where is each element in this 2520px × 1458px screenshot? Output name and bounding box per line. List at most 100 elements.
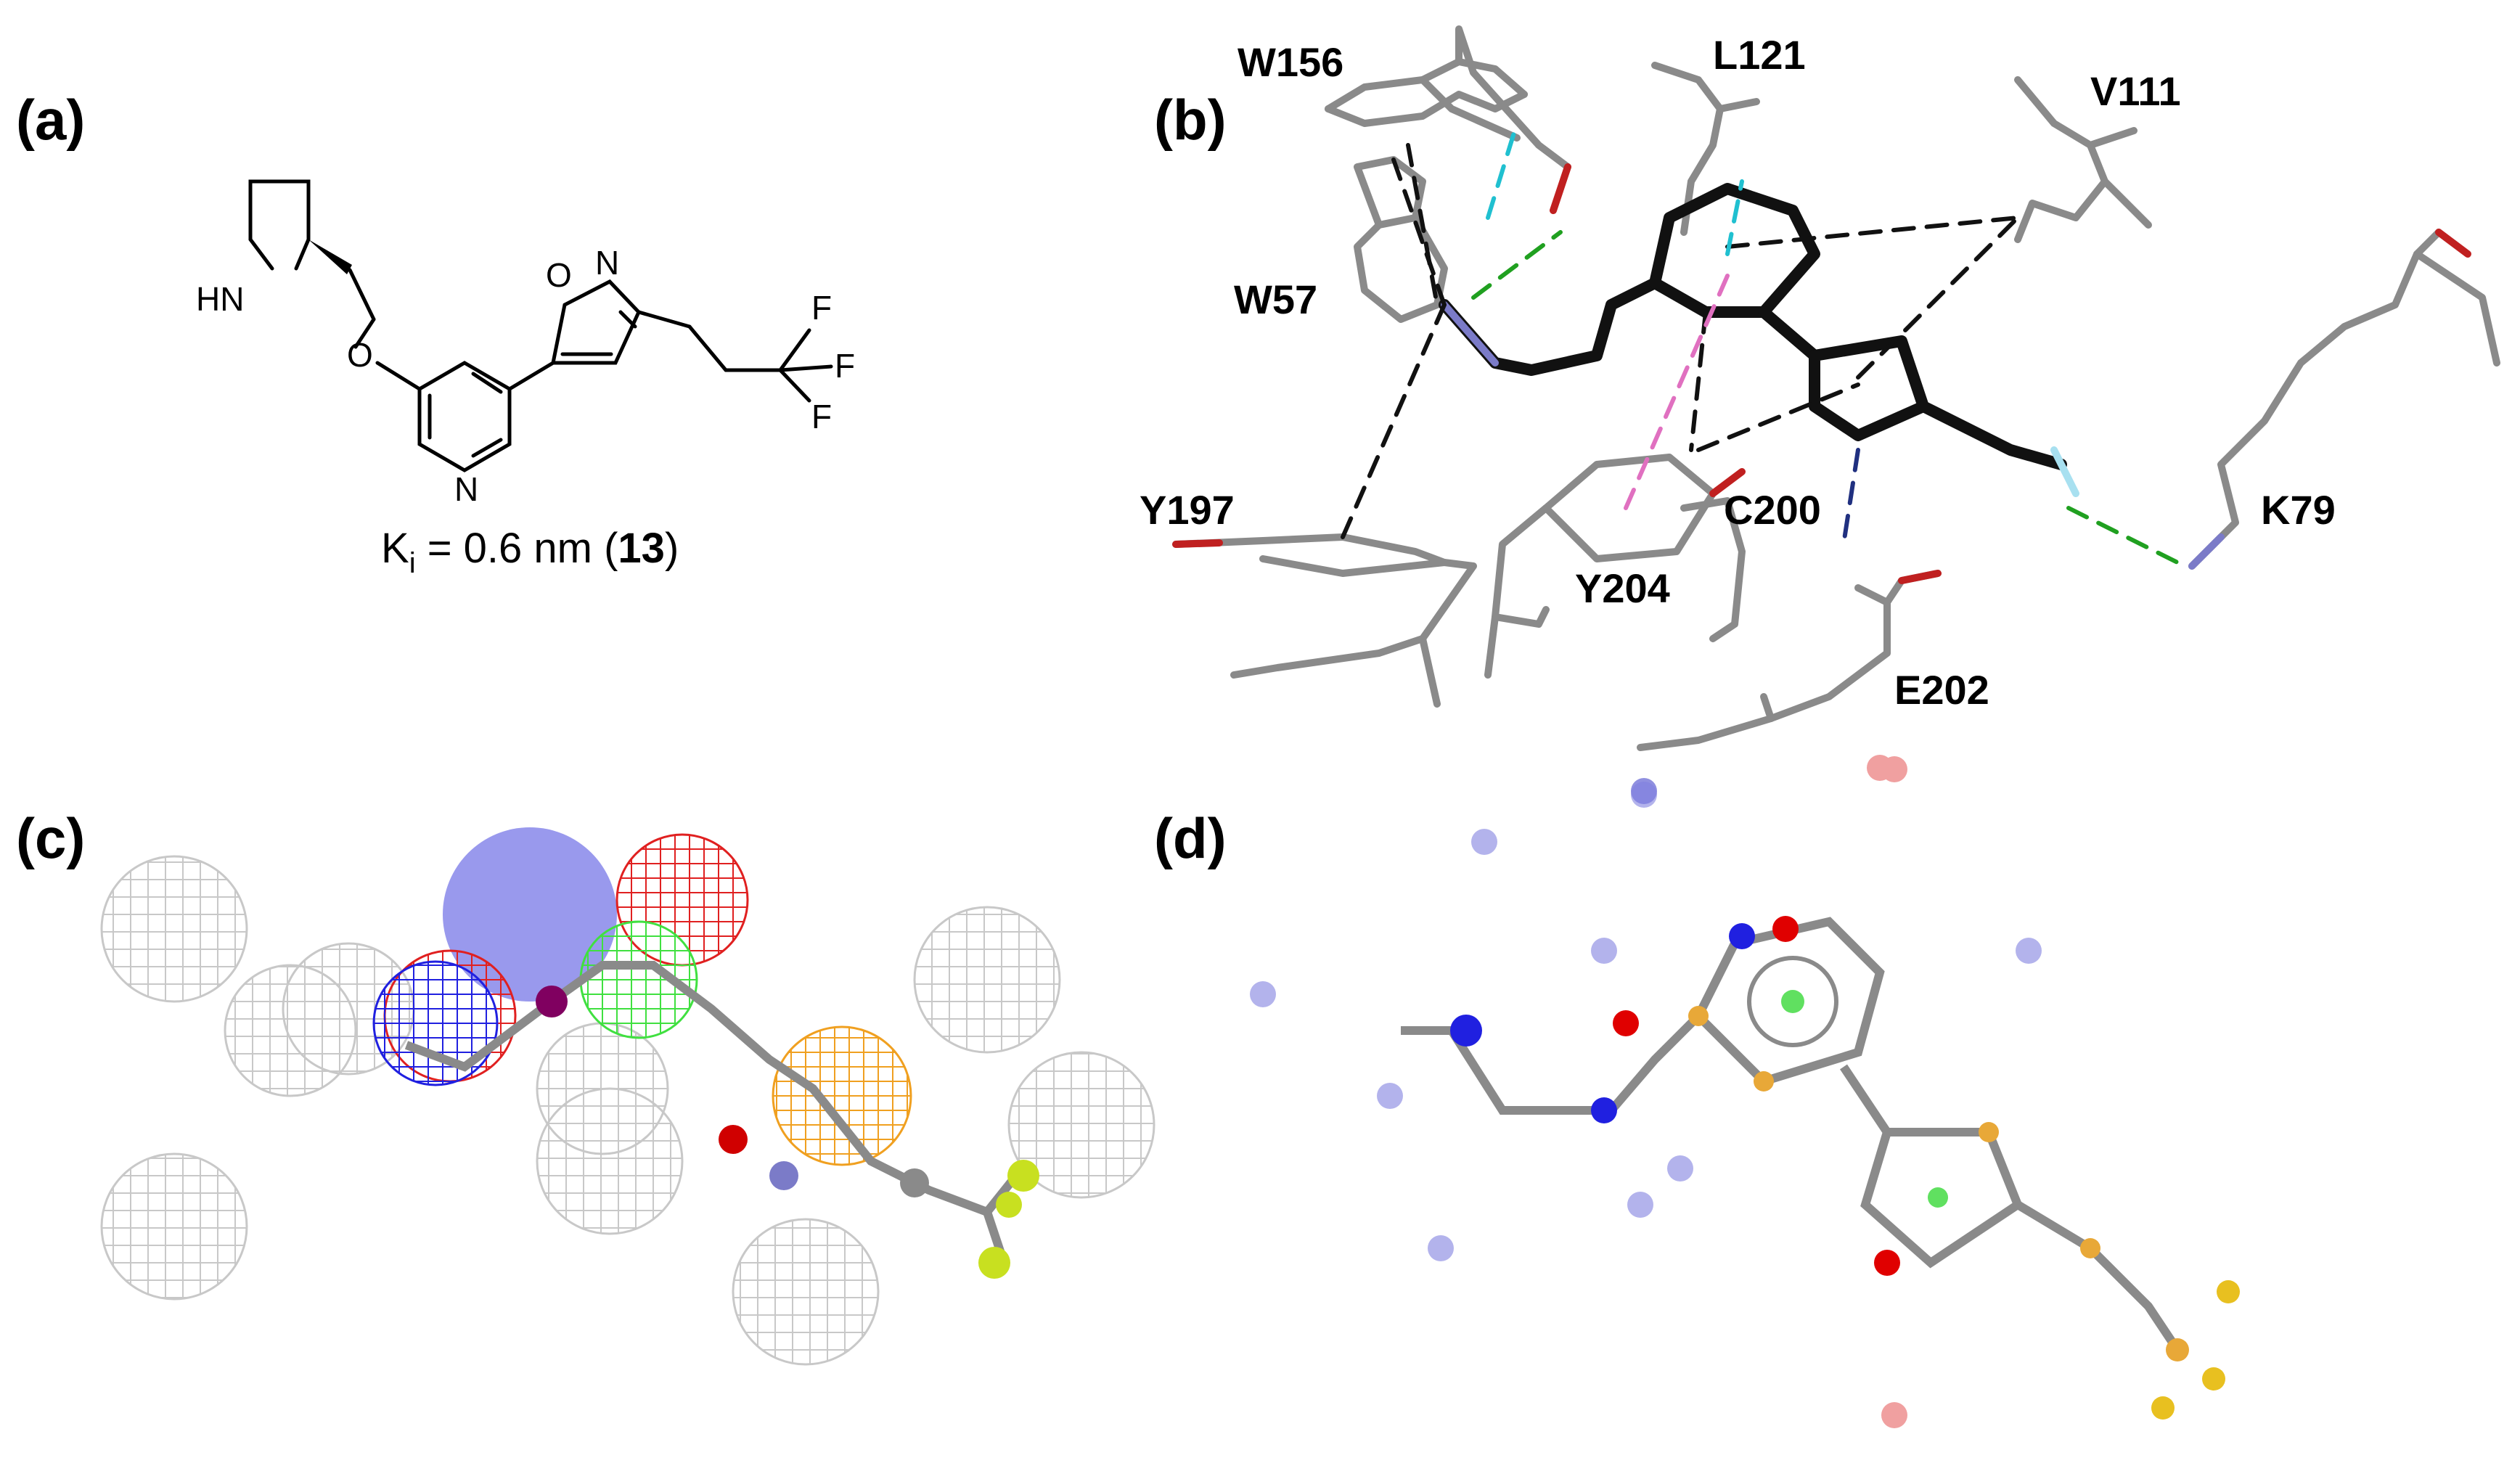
n-atom-d2 [1450,1015,1482,1047]
atom-f1: F [811,289,832,327]
excl-point-6 [1667,1155,1693,1181]
hydrophobic-contact-6 [1406,143,1439,307]
residue-label-v111: V111 [2090,68,2181,114]
residue-y197-sticks [1172,533,1477,708]
c-atom-d3 [1979,1122,1999,1142]
ligand-backbone-c [404,961,1020,1218]
panel-a-structure [248,179,833,472]
exclusion-sphere-1 [100,855,248,1003]
f-atom-c1 [1007,1160,1039,1192]
residue-w156-sticks [1325,25,1571,171]
oxygen-tip-e202 [1898,570,1942,584]
ligand-chain-d [1401,1012,1702,1115]
panel-c-pharmacophore [100,827,1155,1366]
atom-o-isoxazole: O [546,256,572,294]
residue-k79-sticks [2188,229,2500,570]
excl-point-red-1 [1881,756,1907,782]
exclusion-sphere-8 [1007,1051,1155,1199]
residue-label-y204: Y204 [1575,565,1670,611]
f-atom-d1 [2217,1280,2240,1303]
n-atom-c2 [769,1161,798,1190]
f-atom-c3 [996,1192,1022,1218]
oxygen-tip-y204 [1709,468,1746,497]
atom-nh: HN [196,280,244,318]
panel-b-binding-site [1172,25,2500,804]
n-atom-c [536,986,568,1017]
hydrophobic-contact-3 [1856,216,2020,380]
c-atom-d4 [2080,1238,2100,1258]
excl-point-4 [1591,938,1617,964]
azetidine-ring [248,179,311,242]
residue-label-l121: L121 [1713,32,1806,78]
o-atom-d1 [1772,916,1799,942]
panel-label-d: (d) [1154,806,1227,870]
atom-f3: F [811,398,832,435]
panel-label-b: (b) [1154,88,1227,152]
nitrogen-k79 [2188,533,2225,570]
n-atom-d3 [1591,1097,1617,1123]
ki-caption: Ki = 0.6 nm (13) [381,525,679,579]
excl-point-9 [2016,938,2042,964]
aromatic-centroid-1 [1781,990,1804,1013]
excl-point-3 [1250,981,1276,1007]
wedge-bond [308,239,352,274]
o-atom-c [719,1125,748,1154]
residue-label-e202: E202 [1894,667,1989,713]
exclusion-sphere-4 [100,1152,248,1301]
aromatic-centroid-2 [1928,1187,1948,1208]
o-atom-d3 [1874,1250,1900,1276]
atom-f2: F [835,347,855,385]
oxygen-tip-k79 [2435,229,2471,258]
excl-point-2 [1471,829,1497,855]
positive-ionizable-sphere [443,827,617,1002]
n-atom-d1 [1729,923,1755,949]
residue-c200-sticks [1680,497,1746,642]
panel-label-a: (a) [16,88,86,152]
residue-label-c200: C200 [1724,487,1821,533]
f-atom-d2 [2202,1367,2225,1391]
exclusion-sphere-9 [732,1218,880,1366]
residue-label-w156: W156 [1238,39,1343,85]
excl-point-red-2 [1881,1402,1907,1428]
excl-point-7 [1627,1192,1653,1218]
f-atom-d3 [2151,1396,2175,1420]
residue-v111-sticks [2014,76,2152,243]
atom-o-ether: O [347,336,373,374]
oxygen-tip-w156 [1550,163,1571,214]
atom-n-isoxazole: N [595,244,619,282]
atom-n-pyridine: N [454,470,478,508]
isoxazole-ring [550,279,641,365]
hydrophobic-contact-5 [1689,310,1708,452]
ring-sphere [772,1025,912,1166]
oxygen-tip-y197 [1172,539,1223,548]
residue-label-w57: W57 [1234,277,1317,322]
hydrophobic-contact-4 [1696,382,1860,452]
pi-pi-1 [1725,179,1744,256]
residue-e202-sticks [1637,570,1942,751]
residue-label-y197: Y197 [1140,487,1235,533]
hbond-k79 [2066,506,2187,568]
excl-point-1 [1631,782,1657,808]
exclusion-sphere-7 [913,906,1061,1054]
isoxazole-d [1860,1128,2024,1269]
salt-bridge [1841,448,1860,546]
f-atom-c2 [978,1247,1010,1279]
ligand-sticks [1439,183,2067,470]
nitrogen-ligand [1441,301,1499,366]
hydrophobic-contact-7 [1391,157,1447,307]
o-atom-d2 [1613,1010,1639,1036]
pi-cation-1 [1486,121,1519,220]
c-atom-d5 [2166,1338,2189,1361]
pi-pi-2 [1624,274,1730,510]
hydrophobic-contact-1 [1341,303,1447,539]
aromatic-ring-marker [1747,956,1838,1047]
excl-point-5 [1377,1083,1403,1109]
pyridine-ring [417,361,512,472]
excl-point-8 [1428,1235,1454,1261]
residue-l121-sticks [1651,62,1760,236]
panel-d-pharmacophore-map [1250,756,2240,1428]
c-atom-d1 [1688,1006,1709,1026]
panel-label-c: (c) [16,806,86,870]
hydrophobic-contact-2 [1725,216,2020,249]
residue-label-k79: K79 [2261,487,2336,533]
